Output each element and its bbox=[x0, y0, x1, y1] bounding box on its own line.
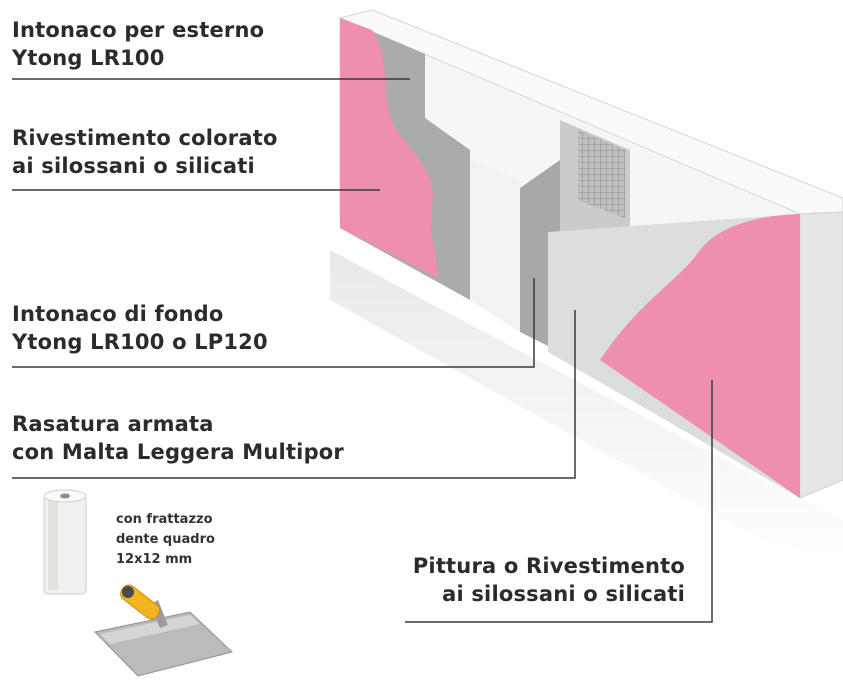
wall-end bbox=[799, 211, 843, 499]
mesh-grid bbox=[578, 130, 625, 218]
label-1-line-1: Intonaco per esterno bbox=[12, 18, 265, 42]
label-rasatura-armata: Rasatura armata con Malta Leggera Multip… bbox=[12, 410, 344, 466]
left-pink-coating bbox=[340, 18, 438, 278]
leader-3 bbox=[12, 278, 535, 368]
label-3-line-2: Ytong LR100 o LP120 bbox=[12, 330, 268, 354]
right-pink-finish bbox=[600, 214, 800, 498]
tool-note-line-3: 12x12 mm bbox=[116, 552, 193, 567]
label-3-line-1: Intonaco di fondo bbox=[12, 302, 224, 326]
label-2-line-1: Rivestimento colorato bbox=[12, 126, 278, 150]
label-4-line-2: con Malta Leggera Multipor bbox=[12, 440, 344, 464]
label-5-line-1: Pittura o Rivestimento bbox=[412, 554, 685, 578]
label-intonaco-esterno: Intonaco per esterno Ytong LR100 bbox=[12, 16, 264, 72]
floor-shadow bbox=[330, 250, 843, 560]
label-1-line-2: Ytong LR100 bbox=[12, 46, 165, 70]
label-pittura-rivestimento: Pittura o Rivestimento ai silossani o si… bbox=[413, 552, 685, 608]
tool-note: con frattazzo dente quadro 12x12 mm bbox=[116, 510, 215, 570]
tool-note-line-1: con frattazzo bbox=[116, 512, 213, 527]
leader-lines bbox=[12, 78, 713, 623]
exposed-block bbox=[470, 160, 520, 332]
tool-note-line-2: dente quadro bbox=[116, 532, 215, 547]
leader-5 bbox=[405, 380, 713, 623]
label-4-line-1: Rasatura armata bbox=[12, 412, 214, 436]
label-rivestimento-colorato: Rivestimento colorato ai silossani o sil… bbox=[12, 124, 278, 180]
label-5-line-2: ai silossani o silicati bbox=[442, 582, 685, 606]
label-intonaco-fondo: Intonaco di fondo Ytong LR100 o LP120 bbox=[12, 300, 268, 356]
label-2-line-2: ai silossani o silicati bbox=[12, 154, 255, 178]
trowel-icon bbox=[94, 584, 233, 677]
leader-4 bbox=[12, 310, 576, 479]
mesh-roll-icon bbox=[43, 489, 87, 595]
